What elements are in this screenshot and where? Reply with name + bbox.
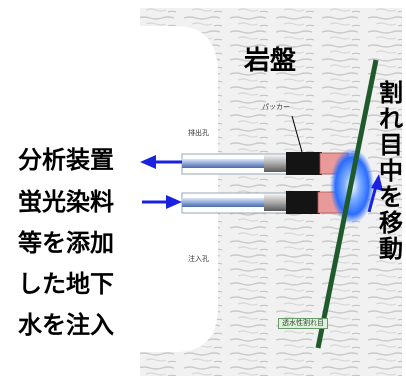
fracture-flow-char: 動 <box>379 235 403 263</box>
injection-line-2: 等を添加 <box>18 229 114 257</box>
injection-line-4: 水を注入 <box>18 311 114 339</box>
injection-line-1: 蛍光染料 <box>18 188 114 216</box>
packer-label: パッカー <box>262 103 290 111</box>
injection-line-3: した地下 <box>18 270 114 298</box>
fracture-name-label: 透水性割れ目 <box>278 318 328 329</box>
analyzer-label: 分析装置 <box>18 146 114 174</box>
packer-leader-line <box>291 115 303 153</box>
fracture-flow-char: 中 <box>379 157 403 185</box>
fracture-flow-char: れ <box>379 105 403 133</box>
fracture-line <box>315 59 379 349</box>
flow-arrow <box>367 174 383 213</box>
fracture-flow-char: 割 <box>379 79 403 107</box>
fracture-flow-label: 割 れ 目 中 を 移 動 <box>378 80 404 262</box>
injection-arrow <box>142 195 182 209</box>
drain-hole-label: 排出孔 <box>188 129 209 137</box>
tunnel-opening <box>0 26 218 352</box>
inject-hole-label: 注入孔 <box>188 255 209 263</box>
bedrock-title: 岩盤 <box>244 46 297 76</box>
fracture-flow-char: を <box>379 183 403 211</box>
fracture-flow-char: 移 <box>379 209 403 237</box>
analyzer-arrow <box>140 155 182 169</box>
fracture-flow-char: 目 <box>379 131 403 159</box>
drain-borehole <box>181 152 359 175</box>
